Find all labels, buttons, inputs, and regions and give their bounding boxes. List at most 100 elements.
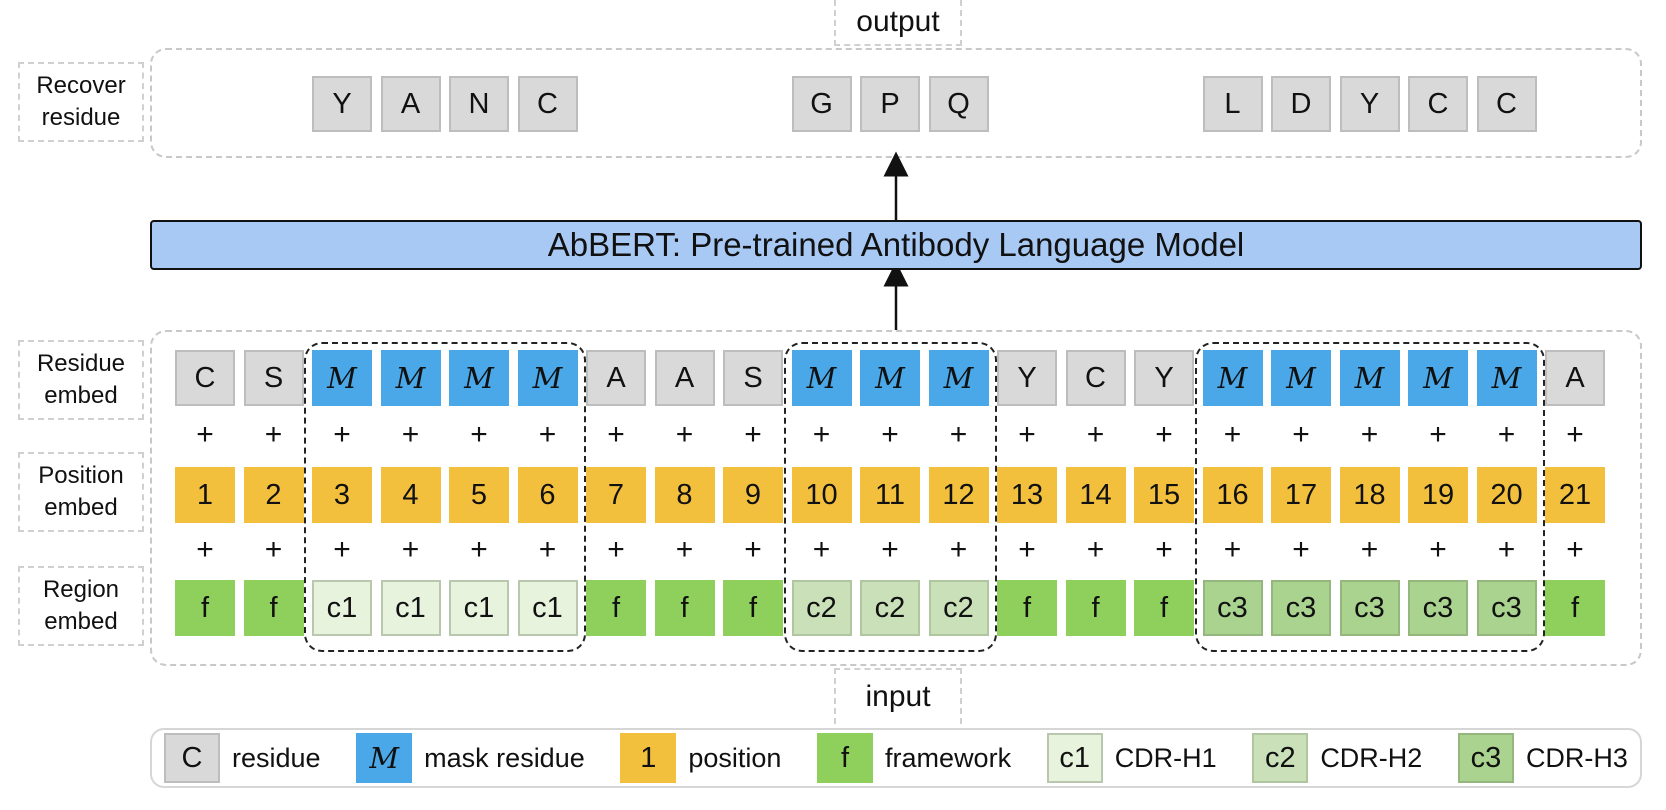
recovered-residue: C — [1476, 76, 1537, 132]
region-token: f — [175, 580, 235, 636]
region-token: c3 — [1271, 580, 1331, 636]
legend-label: mask residue — [424, 742, 585, 773]
residue-token: S — [243, 350, 304, 406]
position-token: 10 — [791, 467, 852, 523]
plus-sign: + — [1292, 418, 1310, 451]
legend-label: CDR-H2 — [1320, 742, 1423, 773]
position-token: 2 — [243, 467, 304, 523]
plus-sign: + — [881, 533, 899, 566]
position-token: 1 — [175, 467, 235, 523]
residue-token: A — [1545, 350, 1605, 406]
legend-swatch: f — [817, 733, 874, 783]
plus-sign: + — [1155, 418, 1173, 451]
plus-sign: + — [196, 533, 214, 566]
plus-sign: + — [1292, 533, 1310, 566]
region-token: f — [1545, 580, 1605, 636]
position-token: 13 — [997, 467, 1057, 523]
plus-sign: + — [1223, 533, 1242, 566]
legend-swatch: c2 — [1252, 733, 1309, 783]
model-label: AbBERT: Pre-trained Antibody Language Mo… — [547, 226, 1245, 263]
region-token: c1 — [517, 580, 578, 636]
legend-label: CDR-H1 — [1114, 742, 1217, 773]
plus-sign: + — [1429, 418, 1447, 451]
mask-token: M — [1408, 350, 1468, 406]
region-token: f — [723, 580, 783, 636]
mask-token: M — [1202, 350, 1263, 406]
legend-item-cdr-h2: c2 CDR-H2 — [1252, 733, 1422, 783]
plus-sign: + — [1155, 533, 1173, 566]
plus-sign: + — [1018, 533, 1036, 566]
mask-token: M — [860, 350, 920, 406]
mask-token: M — [449, 350, 509, 406]
legend-item-framework: f framework — [817, 733, 1011, 783]
position-token: 11 — [860, 467, 920, 523]
plus-sign: + — [607, 533, 625, 566]
position-token: 18 — [1339, 467, 1400, 523]
region-token: c3 — [1476, 580, 1537, 636]
mask-token: M — [312, 350, 372, 406]
plus-sign: + — [333, 533, 351, 566]
position-token: 3 — [312, 467, 372, 523]
residue-token: C — [1065, 350, 1126, 406]
plus-sign: + — [675, 418, 694, 451]
output-tag: output — [834, 0, 962, 46]
legend-swatch: c3 — [1457, 733, 1514, 783]
plus-sign: + — [675, 533, 694, 566]
recovered-residue: C — [1408, 76, 1468, 132]
residue-token: A — [586, 350, 646, 406]
mask-token: M — [380, 350, 441, 406]
position-token: 14 — [1065, 467, 1126, 523]
recovered-residue: C — [517, 76, 578, 132]
region-token: c3 — [1408, 580, 1468, 636]
plus-sign: + — [196, 418, 214, 451]
legend-swatch: 1 — [620, 733, 677, 783]
plus-sign: + — [607, 418, 625, 451]
plus-sign: + — [264, 418, 283, 451]
legend-label: framework — [885, 742, 1012, 773]
residue-token: C — [175, 350, 235, 406]
position-token: 6 — [517, 467, 578, 523]
residue-token: S — [723, 350, 783, 406]
input-tag: input — [834, 668, 962, 724]
plus-sign: + — [1086, 418, 1105, 451]
plus-sign: + — [538, 418, 557, 451]
plus-sign: + — [1223, 418, 1242, 451]
position-token: 4 — [380, 467, 441, 523]
plus-sign: + — [881, 418, 899, 451]
residue-token: Y — [997, 350, 1057, 406]
position-token: 17 — [1271, 467, 1331, 523]
plus-sign: + — [538, 533, 557, 566]
plus-sign: + — [1429, 533, 1447, 566]
model-bar: AbBERT: Pre-trained Antibody Language Mo… — [150, 220, 1642, 270]
position-token: 20 — [1476, 467, 1537, 523]
cdr-group-outline — [783, 342, 997, 652]
mask-token: M — [517, 350, 578, 406]
plus-sign: + — [1360, 533, 1379, 566]
region-token: f — [1065, 580, 1126, 636]
position-token: 21 — [1545, 467, 1605, 523]
recovered-residue: Y — [1339, 76, 1400, 132]
region-token: c2 — [860, 580, 920, 636]
residue-token: Y — [1134, 350, 1194, 406]
plus-sign: + — [1360, 418, 1379, 451]
plus-sign: + — [744, 533, 762, 566]
plus-sign: + — [812, 533, 831, 566]
region-token: f — [654, 580, 715, 636]
cdr-group-outline — [304, 342, 586, 652]
recovered-residue: D — [1271, 76, 1331, 132]
plus-sign: + — [470, 418, 488, 451]
output-label: output — [856, 5, 940, 38]
legend-swatch: M — [356, 733, 413, 783]
plus-sign: + — [1566, 533, 1584, 566]
input-label: input — [865, 680, 931, 713]
recovered-residue: Y — [312, 76, 372, 132]
region-token: f — [243, 580, 304, 636]
recovered-residue: Q — [928, 76, 989, 132]
